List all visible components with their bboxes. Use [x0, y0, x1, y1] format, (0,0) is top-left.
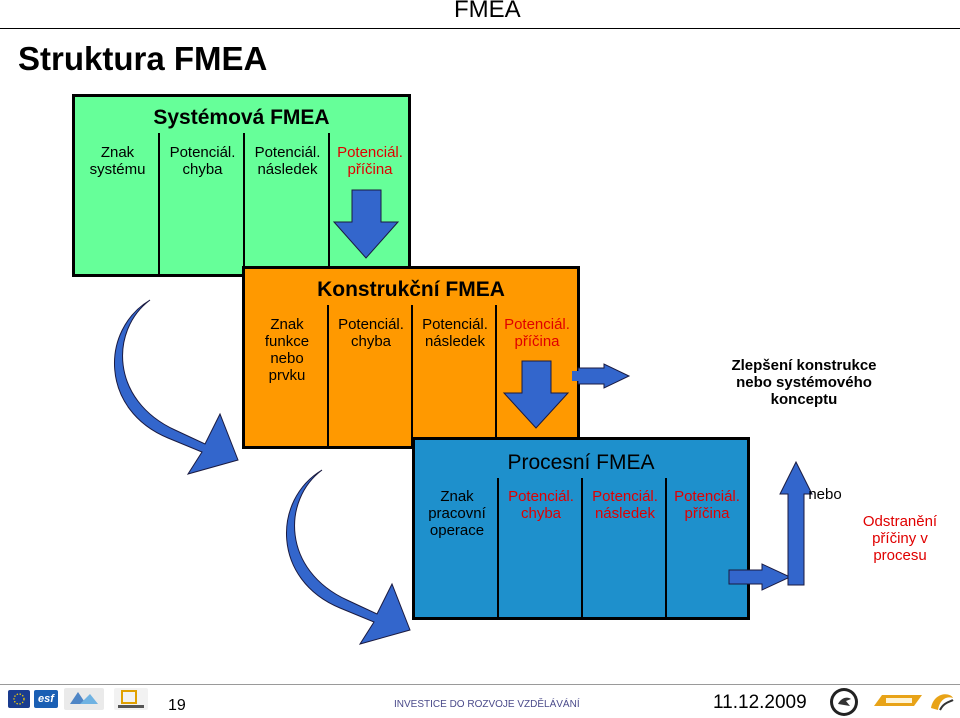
ministry-logo [64, 688, 104, 710]
system-effect-label: Potenciál.následek [254, 144, 321, 178]
eu-flag-logo [8, 690, 30, 708]
process-effect-label: Potenciál.následek [592, 488, 658, 522]
system-fmea-title: Systémová FMEA [153, 106, 330, 129]
page-number: 19 [168, 697, 186, 714]
process-fmea-title: Procesní FMEA [507, 451, 655, 474]
system-cause-label: Potenciál.příčina [337, 144, 403, 178]
op-logo [114, 688, 148, 710]
slide-date: 11.12.2009 [713, 692, 807, 713]
curved-arrow-icon [113, 299, 239, 475]
process-cause-label: Potenciál.příčina [674, 488, 740, 522]
technical-logo [872, 692, 924, 710]
right-arrow-icon [728, 563, 792, 591]
design-failure-label: Potenciál.chyba [338, 316, 404, 350]
header-title: FMEA [454, 0, 521, 23]
program-name: INVESTICE DO ROZVOJE VZDĚLÁVÁNÍ [394, 699, 580, 710]
system-failure-label: Potenciál.chyba [169, 144, 236, 178]
process-col-2 [499, 478, 583, 617]
system-col-3 [245, 133, 330, 274]
or-label: nebo [808, 486, 842, 503]
system-col-2 [160, 133, 245, 274]
curved-arrow-icon [285, 469, 411, 645]
right-arrow-icon [577, 363, 631, 389]
right-arrow-shaft [572, 371, 600, 381]
emblem-logo [928, 688, 956, 714]
down-arrow-icon [502, 360, 570, 429]
design-effect-label: Potenciál.následek [422, 316, 488, 350]
esf-logo: esf [34, 690, 58, 708]
design-col-1 [245, 305, 329, 446]
design-col-3 [413, 305, 497, 446]
up-arrow-icon [779, 460, 813, 586]
down-arrow-icon [332, 189, 400, 259]
slide-title: Struktura FMEA [18, 40, 268, 77]
process-col-1 [415, 478, 499, 617]
footer-divider [0, 684, 960, 685]
skoda-logo [830, 688, 858, 716]
design-cause-label: Potenciál.příčina [504, 316, 570, 350]
process-col-3 [583, 478, 667, 617]
design-col-2 [329, 305, 413, 446]
process-failure-label: Potenciál.chyba [508, 488, 574, 522]
system-col-1 [75, 133, 160, 274]
header-divider [0, 28, 960, 29]
design-fmea-title: Konstrukční FMEA [317, 278, 505, 301]
